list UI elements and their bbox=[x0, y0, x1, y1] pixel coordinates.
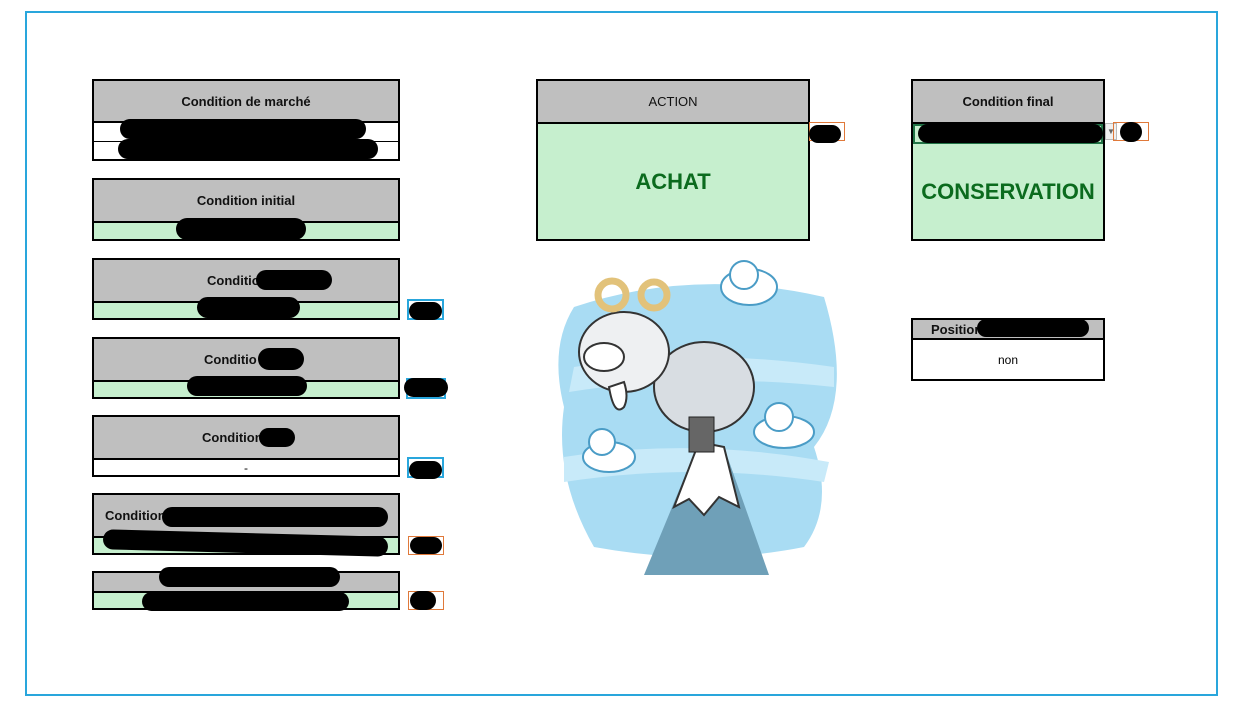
action-box: ACTION ACHAT bbox=[536, 79, 810, 241]
condition-5-header: Condition bbox=[94, 417, 398, 460]
redaction-mark bbox=[404, 378, 448, 397]
position-box: Position non bbox=[911, 318, 1105, 381]
redaction-mark bbox=[918, 124, 1103, 143]
redaction-mark bbox=[162, 507, 388, 527]
redaction-mark bbox=[142, 592, 349, 611]
redaction-mark bbox=[187, 376, 307, 396]
redaction-mark bbox=[409, 461, 442, 479]
redaction-mark bbox=[176, 218, 306, 240]
goat-illustration bbox=[558, 260, 837, 575]
redaction-mark bbox=[258, 348, 304, 370]
redaction-mark bbox=[118, 139, 378, 159]
final-condition-value: CONSERVATION bbox=[913, 144, 1103, 239]
redaction-mark bbox=[159, 567, 340, 587]
action-value[interactable]: ACHAT bbox=[538, 124, 808, 239]
condition-5-value[interactable]: - bbox=[94, 460, 398, 475]
condition-3-header: Conditio bbox=[94, 260, 398, 303]
side-cell[interactable] bbox=[408, 536, 444, 555]
redaction-mark bbox=[409, 302, 442, 320]
condition-5-box: Condition - bbox=[92, 415, 400, 477]
market-condition-header: Condition de marché bbox=[94, 81, 398, 123]
action-header: ACTION bbox=[538, 81, 808, 124]
position-value[interactable]: non bbox=[913, 340, 1103, 379]
redaction-mark bbox=[256, 270, 332, 290]
final-condition-header: Condition final bbox=[913, 81, 1103, 124]
redaction-mark bbox=[1120, 122, 1142, 142]
redaction-mark bbox=[809, 125, 841, 143]
redaction-mark bbox=[259, 428, 295, 447]
redaction-mark bbox=[197, 297, 300, 318]
sheet-frame bbox=[25, 11, 1218, 696]
final-condition-box: Condition final CONSERVATION bbox=[911, 79, 1105, 241]
redaction-mark bbox=[410, 537, 442, 554]
initial-condition-header: Condition initial bbox=[94, 180, 398, 223]
redaction-mark bbox=[410, 591, 436, 610]
redaction-mark bbox=[977, 319, 1089, 337]
redaction-mark bbox=[120, 119, 366, 139]
dropdown-arrow-button[interactable]: ▼ bbox=[1105, 123, 1117, 140]
